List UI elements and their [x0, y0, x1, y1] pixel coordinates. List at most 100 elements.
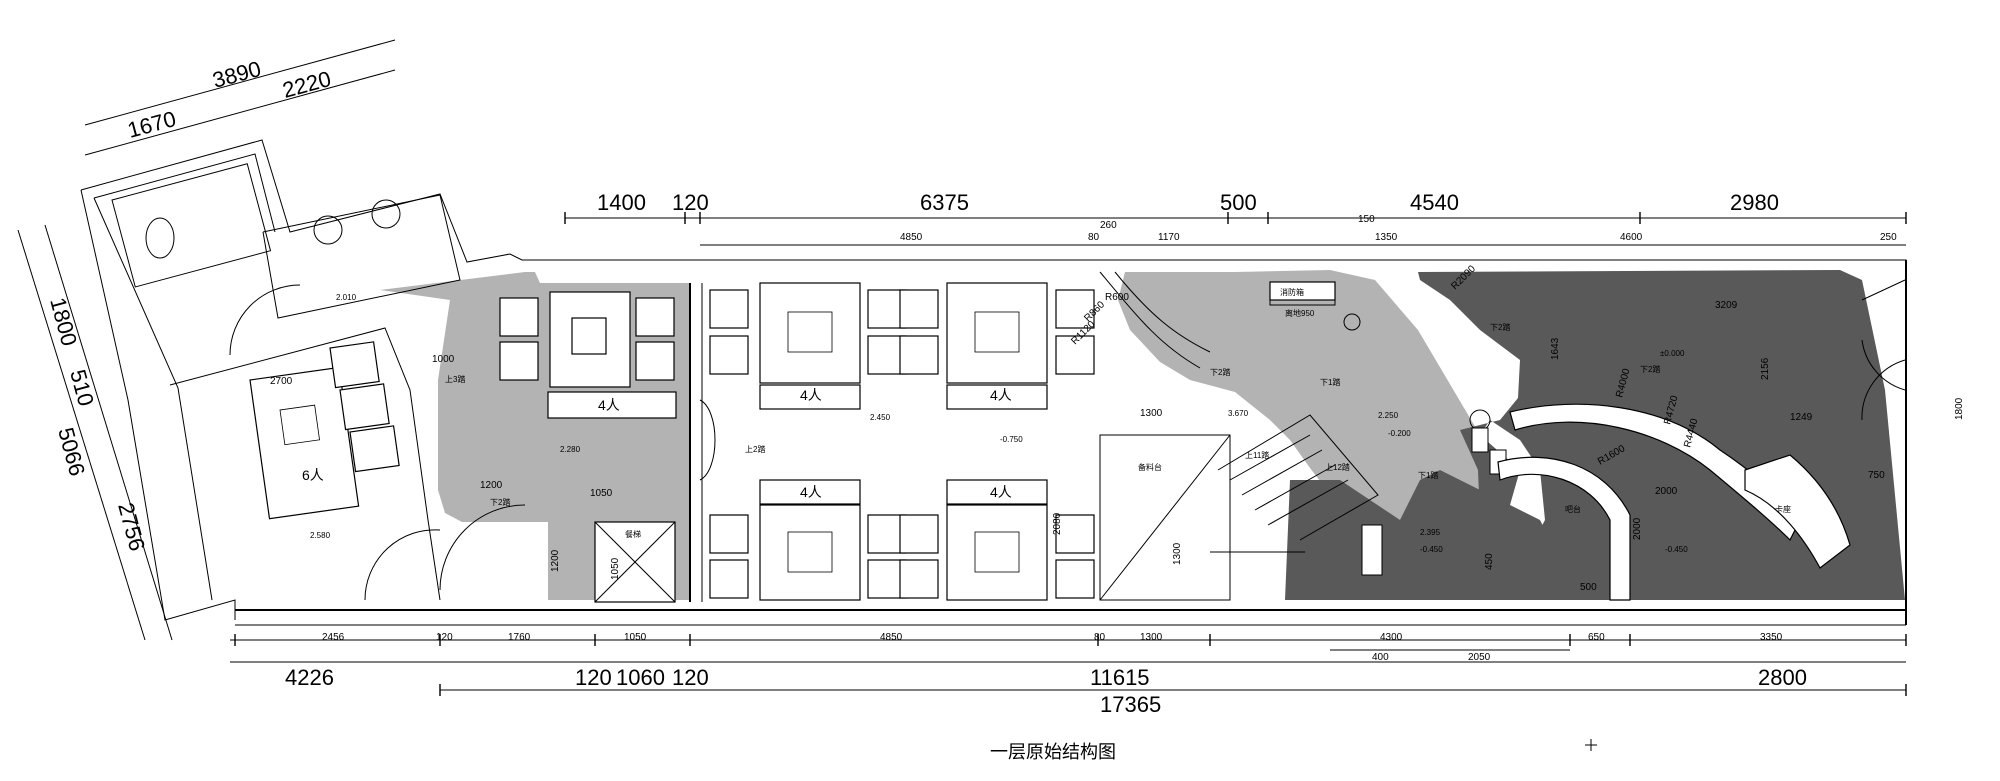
dimension-lines: [17, 39, 1906, 691]
inner-1249: 1249: [1790, 412, 1813, 423]
dim-b2-400: 400: [1372, 652, 1389, 663]
label-down2-mid: 下2踏: [1210, 367, 1230, 377]
inner-2080: 2080: [1052, 512, 1063, 535]
dim-tl-3890: 3890: [210, 56, 264, 93]
seat-label-1: 4人: [800, 387, 822, 403]
dim-top-500: 500: [1220, 190, 1257, 215]
seat-label-2: 4人: [990, 387, 1012, 403]
dim-b2-2050: 2050: [1468, 652, 1491, 663]
label-box-left: [547, 391, 677, 419]
inner-1391: 450: [1484, 553, 1495, 570]
level-11: -0.450: [1420, 545, 1443, 554]
dim-b1-1300: 1300: [1140, 632, 1163, 643]
label-hydrant-h: 离地950: [1285, 308, 1315, 318]
light-zone-stair: [1118, 270, 1500, 548]
seat-label-3: 4人: [800, 484, 822, 500]
seat-label-left: 4人: [598, 397, 620, 413]
dim-top-4540: 4540: [1410, 190, 1459, 215]
stair-curve: [1099, 271, 1201, 369]
washroom-wall: [262, 194, 461, 319]
dim-top-2980: 2980: [1730, 190, 1779, 215]
dining-hall: [709, 282, 1095, 601]
dim-top2-150: 150: [1358, 214, 1375, 225]
basin-1: [313, 215, 343, 245]
col-box-1: [1471, 427, 1489, 453]
label-elevator: 餐梯: [625, 529, 641, 539]
chair-l-3: [635, 297, 675, 337]
dim-b1-650: 650: [1588, 632, 1605, 643]
door-swing-3: [364, 529, 441, 601]
label-down2-r: 下2踏: [1490, 322, 1510, 332]
table-6-core: [279, 404, 320, 446]
label-prep: 备料台: [1138, 462, 1162, 472]
dim-b1-120: 120: [436, 632, 453, 643]
label-up11: 上11踏: [1245, 450, 1269, 460]
inner-1643: 1643: [1550, 337, 1561, 360]
inner-2000a: 2000: [1655, 486, 1678, 497]
level-2: 2.280: [560, 445, 581, 454]
col-box-3: [1361, 524, 1383, 576]
inner-1050b: 1050: [610, 557, 621, 580]
dim-top2-260: 260: [1100, 220, 1117, 231]
inner-1800: 1800: [1954, 397, 1965, 420]
toilet-room: [111, 163, 272, 288]
seat-label-4: 4人: [990, 484, 1012, 500]
level-8: -0.200: [1388, 429, 1411, 438]
label-bar: 吧台: [1565, 504, 1581, 514]
door-swing-1: [229, 284, 301, 356]
label-booth: 卡座: [1775, 504, 1791, 514]
door-right-1: [1861, 279, 1906, 301]
outer-wall-west: [80, 189, 236, 621]
dim-b1-3350: 3350: [1760, 632, 1783, 643]
dim-tl-2220: 2220: [280, 66, 334, 103]
dim-total-17365: 17365: [1100, 692, 1161, 717]
seat-label-6: 6人: [302, 467, 324, 483]
prep-area: [1099, 434, 1231, 601]
stair-tread-4: [1267, 479, 1349, 526]
outer-wall-west-inner: [93, 197, 213, 601]
inner-1200b: 1200: [550, 549, 561, 572]
elevator-x2: [594, 521, 676, 603]
dark-zone-lower: [1285, 470, 1560, 600]
inner-1050a: 1050: [590, 488, 613, 499]
door-swing-right-2: [1861, 339, 1906, 391]
level-5: -0.750: [1000, 435, 1023, 444]
stair-flight: [1217, 414, 1379, 541]
dim-top-6375: 6375: [920, 190, 969, 215]
dark-zone-right: [1285, 270, 1905, 600]
table-6: [249, 366, 360, 520]
label-down2-left: 下2踏: [490, 497, 510, 507]
dim-top2-4850: 4850: [900, 232, 923, 243]
drawing-title: 一层原始结构图: [990, 742, 1116, 762]
dim-b3-120b: 120: [672, 665, 709, 690]
booth-curve: [1744, 454, 1851, 569]
outer-wall-north: [80, 139, 1907, 272]
chair-6-3: [349, 425, 400, 473]
inner-450: 500: [1580, 582, 1597, 593]
dim-b1-1050: 1050: [624, 632, 647, 643]
dim-top-1400: 1400: [597, 190, 646, 215]
dim-top2-80: 80: [1088, 232, 1100, 243]
column-marker-1: [1343, 313, 1361, 331]
inner-2156: 2156: [1760, 357, 1771, 380]
dim-b1-1760: 1760: [508, 632, 531, 643]
level-9: ±0.000: [1660, 349, 1685, 358]
dim-b1-2456: 2456: [322, 632, 345, 643]
chair-l-4: [635, 341, 675, 381]
chair-6-1: [329, 341, 380, 389]
stair-diag-1: [1099, 434, 1231, 601]
label-up3: 上3踏: [445, 374, 465, 384]
inner-1300a: 1300: [1140, 408, 1163, 419]
stair-tread-3: [1254, 464, 1336, 511]
label-down1-b: 下1踏: [1418, 470, 1438, 480]
inner-1000: 1000: [432, 354, 455, 365]
table-left-core: [571, 317, 607, 355]
dim-top2-250: 250: [1880, 232, 1897, 243]
inner-2000b: 2000: [1632, 517, 1643, 540]
label-down2-bar: 下2踏: [1640, 364, 1660, 374]
radius-600: R600: [1105, 292, 1129, 303]
level-3: 2.580: [310, 531, 331, 540]
outer-wall-north-inner: [93, 153, 276, 233]
stair-tread-1: [1229, 434, 1311, 481]
inner-3209: 3209: [1715, 300, 1738, 311]
